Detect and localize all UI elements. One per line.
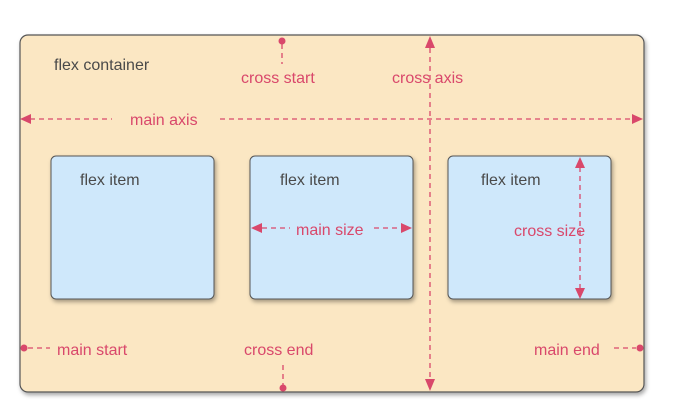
flex-item-3: flex item xyxy=(447,155,612,300)
cross-end-marker xyxy=(279,365,287,392)
main-end-marker xyxy=(614,344,644,352)
main-start-label: main start xyxy=(57,342,128,359)
flex-item-label: flex item xyxy=(481,172,541,189)
cross-start-marker xyxy=(278,37,286,64)
flex-container-label: flex container xyxy=(54,57,150,74)
main-start-marker xyxy=(20,344,50,352)
main-axis-line xyxy=(20,114,643,124)
cross-axis-line xyxy=(425,36,435,391)
main-size-arrow xyxy=(251,223,412,233)
flex-item-1: flex item xyxy=(50,155,215,300)
flex-item-2: flex item xyxy=(249,155,414,300)
cross-end-label: cross end xyxy=(244,342,313,359)
cross-start-label: cross start xyxy=(241,70,315,87)
cross-size-label: cross size xyxy=(514,223,585,240)
cross-axis-label: cross axis xyxy=(392,70,463,87)
flex-item-label: flex item xyxy=(280,172,340,189)
main-axis-label: main axis xyxy=(130,112,198,129)
main-end-label: main end xyxy=(534,342,600,359)
flex-item-label: flex item xyxy=(80,172,140,189)
main-size-label: main size xyxy=(296,222,364,239)
cross-size-arrow xyxy=(575,157,585,299)
